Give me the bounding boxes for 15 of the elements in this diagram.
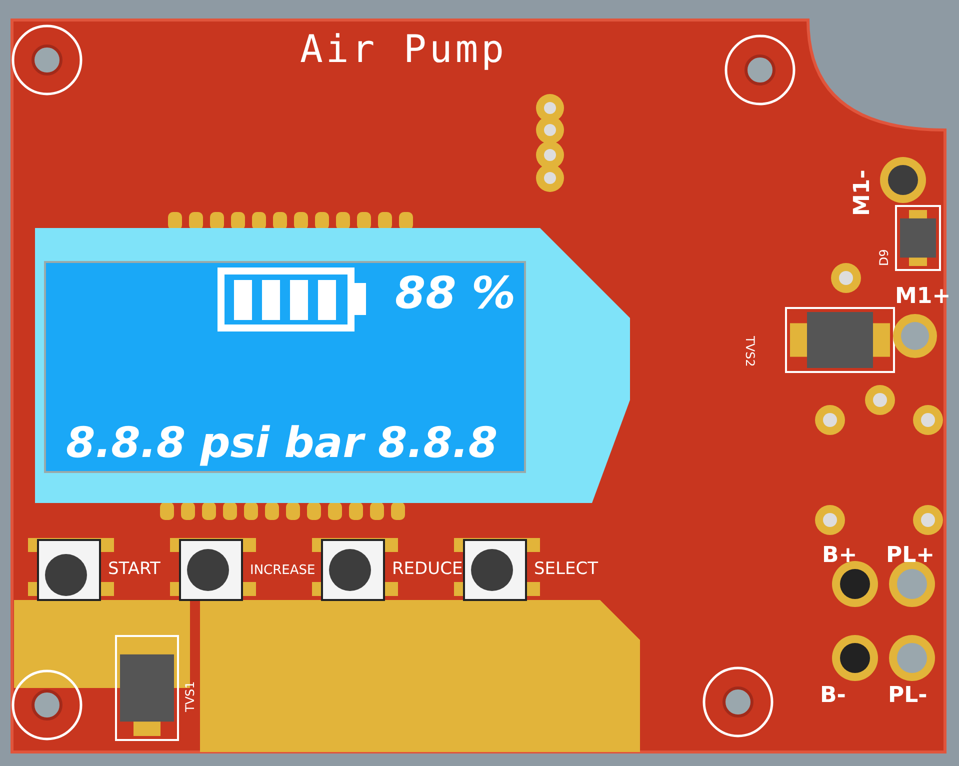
silkscreen-label: D9 (878, 249, 890, 266)
silkscreen-label: PL- (888, 685, 928, 707)
button-label: INCREASE (250, 564, 316, 577)
silkscreen-label: TVS1 (184, 681, 196, 712)
silkscreen-label: B+ (822, 545, 858, 567)
silkscreen-label: PL+ (886, 545, 935, 567)
pressure-readout: 8.8.8 psi bar 8.8.8 (66, 422, 498, 464)
battery-percent-readout: 88 % (395, 272, 516, 316)
button-label: START (108, 561, 160, 578)
button-label: SELECT (534, 561, 598, 578)
board-title: Air Pump (300, 30, 508, 68)
button-label: REDUCE (392, 561, 463, 578)
silkscreen-label: B- (820, 685, 846, 707)
silkscreen-label: TVS2 (744, 336, 756, 367)
silkscreen-label: M1- (852, 170, 874, 216)
